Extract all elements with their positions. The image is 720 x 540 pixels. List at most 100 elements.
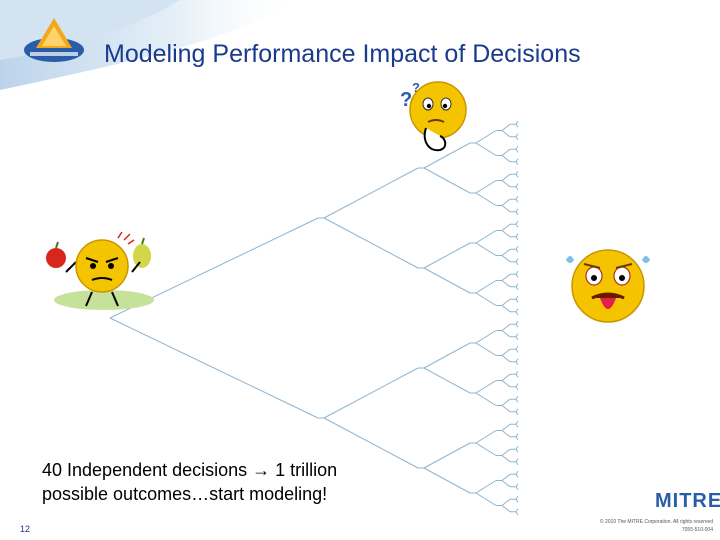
tree-branch — [515, 261, 519, 266]
tree-branch — [475, 230, 497, 244]
tree-branch — [501, 323, 511, 331]
undecided-face-icon — [46, 232, 154, 310]
tree-branch — [501, 255, 511, 263]
tree-branch — [501, 248, 511, 256]
tree-branch — [501, 448, 511, 456]
tree-branch — [515, 433, 519, 438]
tree-branch — [501, 480, 511, 488]
tree-branch — [515, 195, 519, 200]
tree-branch — [515, 445, 519, 450]
tree-branch — [515, 208, 519, 213]
tree-branch — [515, 120, 519, 125]
tree-branch — [501, 430, 511, 438]
tree-branch — [515, 186, 519, 191]
tree-branch — [501, 280, 511, 288]
copyright-line-2: 7055-510-004 — [681, 527, 713, 533]
tree-branch — [515, 298, 519, 303]
tree-branch — [515, 233, 519, 238]
tree-branch — [501, 130, 511, 138]
tree-branch — [475, 180, 497, 194]
tree-branch — [501, 398, 511, 406]
tree-branch — [501, 123, 511, 131]
tree-branch — [475, 130, 497, 144]
copyright-line-1: © 2010 The MITRE Corporation. All rights… — [599, 519, 713, 525]
tree-branch — [515, 436, 519, 441]
tree-branch — [501, 305, 511, 313]
tree-branch — [515, 220, 519, 225]
tree-branch — [475, 492, 497, 506]
tree-branch — [515, 211, 519, 216]
tree-branch — [515, 248, 519, 253]
tree-branch — [475, 480, 497, 494]
tree-branch — [515, 458, 519, 463]
tree-branch — [515, 270, 519, 275]
tree-branch — [423, 342, 471, 369]
tree-branch — [515, 411, 519, 416]
tree-branch — [423, 167, 471, 194]
tree-branch — [323, 217, 419, 269]
tree-branch — [501, 198, 511, 206]
tree-branch — [515, 223, 519, 228]
tree-branch — [515, 183, 519, 188]
svg-text:?: ? — [412, 80, 420, 95]
tree-branch — [515, 386, 519, 391]
tree-branch — [423, 467, 471, 494]
tree-branch — [501, 355, 511, 363]
tree-branch — [515, 198, 519, 203]
tree-branch — [475, 442, 497, 456]
tree-branch — [501, 298, 511, 306]
tree-branch — [515, 286, 519, 291]
tree-branch — [515, 323, 519, 328]
caption: 40 Independent decisions → 1 trillion po… — [42, 458, 402, 506]
tree-branch — [515, 486, 519, 491]
tree-branch — [515, 398, 519, 403]
tree-branch — [515, 511, 519, 516]
tree-branch — [475, 142, 497, 156]
tree-branch — [515, 423, 519, 428]
tree-branch — [515, 273, 519, 278]
caption-line-2: possible outcomes…start modeling! — [42, 484, 328, 504]
tree-branch — [501, 205, 511, 213]
tree-branch — [109, 317, 319, 419]
tree-branch — [501, 505, 511, 513]
tree-branch — [515, 258, 519, 263]
tree-branch — [515, 395, 519, 400]
page-number: 12 — [20, 524, 31, 534]
tree-branch — [475, 430, 497, 444]
tree-branch — [515, 470, 519, 475]
tree-branch — [475, 192, 497, 206]
tree-branch — [515, 173, 519, 178]
tree-branch — [515, 348, 519, 353]
tree-branch — [475, 280, 497, 294]
tree-branch — [515, 148, 519, 153]
tree-branch — [501, 498, 511, 506]
tree-branch — [515, 473, 519, 478]
tree-branch — [515, 245, 519, 250]
tree-branch — [515, 508, 519, 513]
tree-branch — [515, 336, 519, 341]
tree-branch — [501, 223, 511, 231]
copyright-notice: © 2010 The MITRE Corporation. All rights… — [563, 518, 713, 534]
tree-branch — [515, 133, 519, 138]
tree-branch — [501, 473, 511, 481]
tree-branch — [501, 180, 511, 188]
tree-branch — [475, 330, 497, 344]
tree-branch — [515, 170, 519, 175]
tree-branch — [515, 408, 519, 413]
tree-branch — [423, 267, 471, 294]
tree-branch — [475, 392, 497, 406]
tree-branch — [475, 342, 497, 356]
tree-branch — [475, 292, 497, 306]
caption-line-1: 40 Independent decisions → 1 trillion — [42, 460, 338, 480]
tree-branch — [323, 417, 419, 469]
tree-branch — [515, 123, 519, 128]
tree-branch — [501, 148, 511, 156]
company-logo — [24, 18, 84, 62]
tree-branch — [501, 173, 511, 181]
tree-branch — [475, 380, 497, 394]
tree-branch — [501, 373, 511, 381]
tree-branch — [501, 273, 511, 281]
tree-branch — [323, 367, 419, 419]
tree-branch — [515, 483, 519, 488]
